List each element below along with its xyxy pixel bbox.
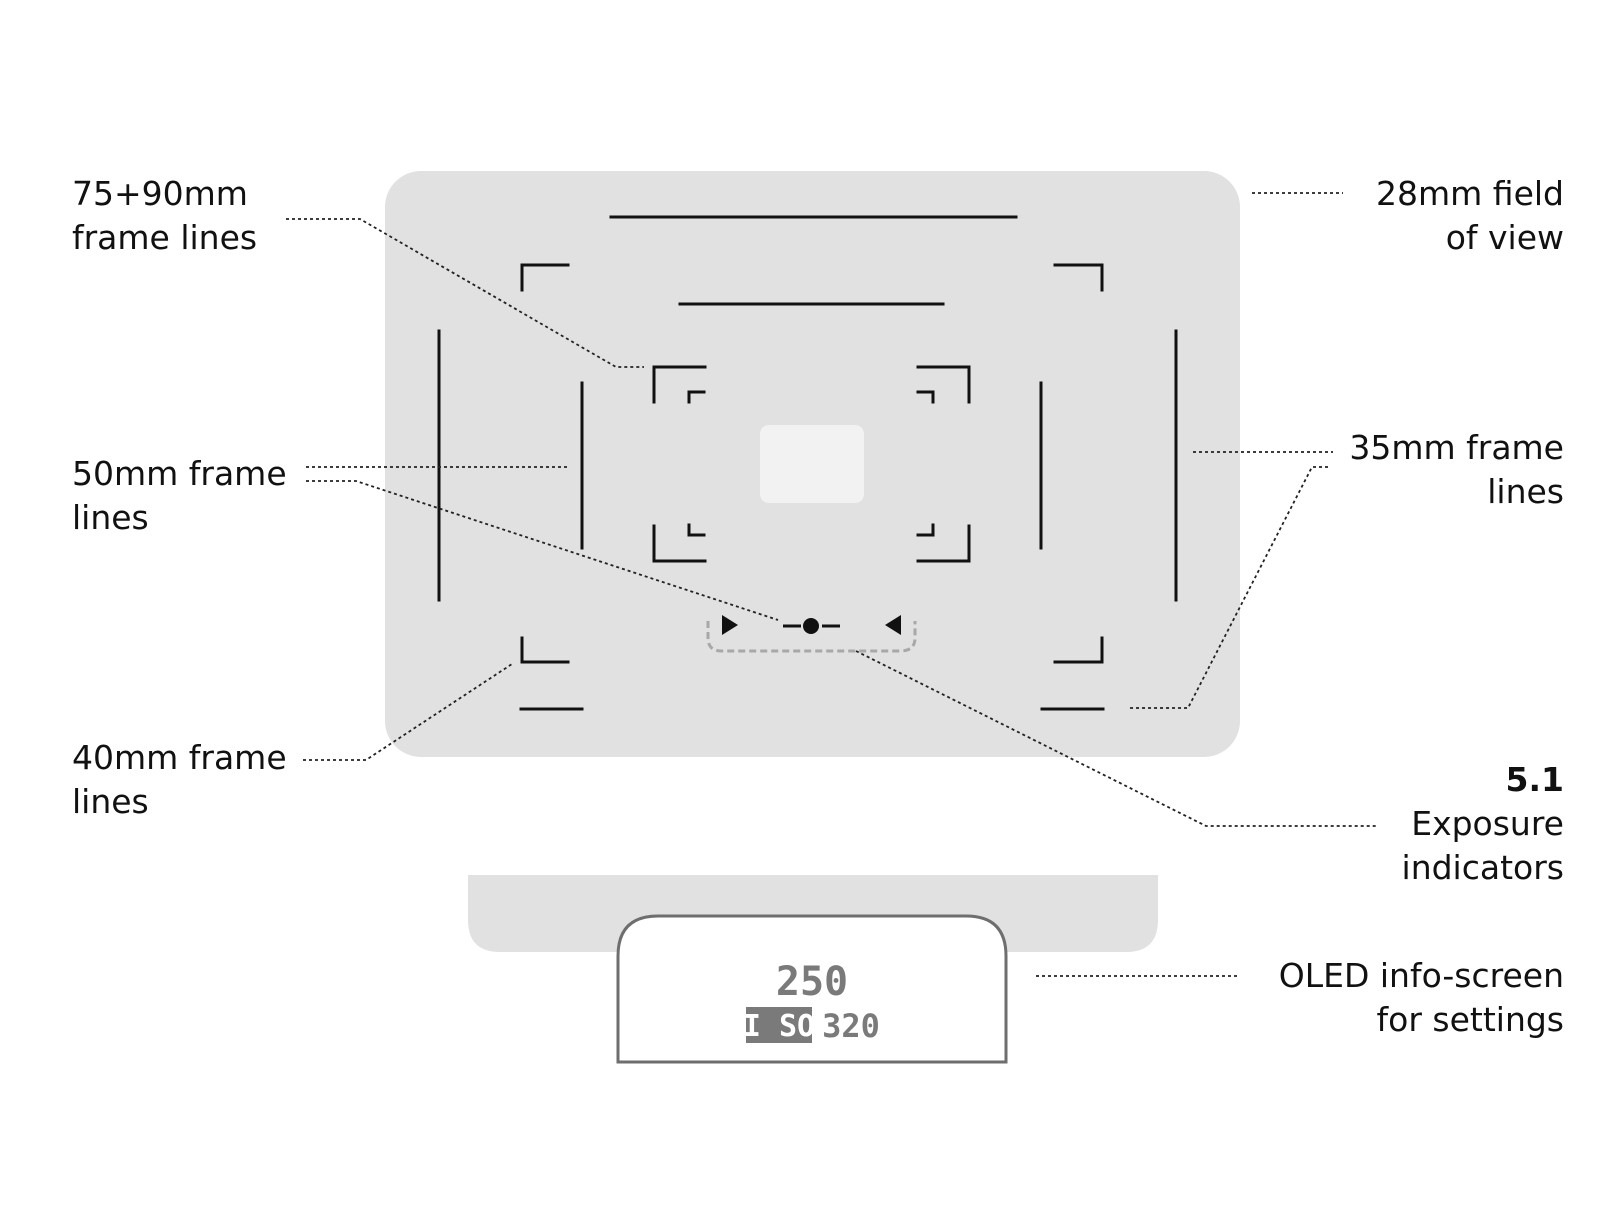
- frame-lines: [437, 215, 1178, 711]
- leader-75-90mm: [286, 218, 644, 368]
- frame-75mm-bl: [652, 524, 707, 563]
- exposure-indicator: [706, 615, 917, 653]
- frame-90mm-br: [916, 523, 935, 537]
- exposure-arrow-left-icon: [885, 615, 901, 635]
- leader-35mm-40mm: [1128, 466, 1328, 709]
- leader-40mm: [303, 663, 513, 761]
- label-line: of view: [1445, 218, 1564, 257]
- exposure-arrow-right-icon: [722, 615, 738, 635]
- leader-lines: [286, 192, 1376, 977]
- label-line: lines: [72, 498, 149, 537]
- frame-35mm-tr: [1053, 263, 1104, 292]
- oled-iso-highlight: [746, 1007, 812, 1043]
- oled-iso-value: 320: [822, 1007, 880, 1045]
- frame-90mm-bl: [687, 523, 706, 537]
- label-35mm-frame-lines: 35mm frame lines: [1349, 426, 1564, 514]
- label-line: frame lines: [72, 218, 258, 257]
- label-line: 40mm frame: [72, 738, 287, 777]
- frame-75mm-tr: [916, 365, 971, 404]
- exposure-dot: [803, 618, 819, 634]
- leader-exposure: [855, 650, 1376, 827]
- label-oled-info-screen: OLED info-screen for settings: [1279, 954, 1564, 1042]
- label-exposure-indicators: 5.1 Exposure indicators: [1402, 758, 1564, 890]
- label-line: 50mm frame: [72, 454, 287, 493]
- label-50mm-frame-lines: 50mm frame lines: [72, 452, 287, 540]
- rangefinder-patch: [760, 425, 864, 503]
- label-line: lines: [72, 782, 149, 821]
- label-line: Exposure: [1411, 804, 1564, 843]
- oled-screen: [616, 914, 1008, 1064]
- label-line: indicators: [1401, 848, 1564, 887]
- frame-90mm-tr: [916, 390, 935, 404]
- oled-shutter-value: 250: [776, 959, 848, 1005]
- label-line: lines: [1487, 472, 1564, 511]
- frame-90mm-tl: [687, 390, 706, 404]
- label-line: 28mm field: [1376, 174, 1564, 213]
- frame-35mm-bl: [520, 636, 570, 664]
- leader-50mm-exposure: [306, 480, 779, 621]
- frame-75mm-br: [916, 524, 971, 563]
- label-line: 35mm frame: [1349, 428, 1564, 467]
- label-40mm-frame-lines: 40mm frame lines: [72, 736, 287, 824]
- exposure-bracket: [706, 621, 917, 653]
- frame-35mm-tl: [520, 263, 570, 292]
- label-section-number: 5.1: [1505, 760, 1564, 799]
- label-line: OLED info-screen: [1278, 956, 1564, 995]
- label-line: 75+90mm: [72, 174, 248, 213]
- label-28mm-field-of-view: 28mm field of view: [1376, 172, 1564, 260]
- label-line: for settings: [1376, 1000, 1564, 1039]
- oled-iso-label: I SO: [743, 1009, 815, 1044]
- frame-75mm-tl: [652, 365, 707, 404]
- label-75-90mm-frame-lines: 75+90mm frame lines: [72, 172, 257, 260]
- frame-35mm-br: [1053, 636, 1104, 664]
